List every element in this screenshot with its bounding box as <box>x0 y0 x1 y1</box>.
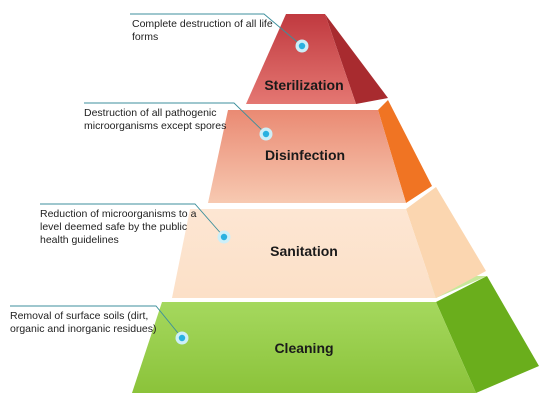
leader-lines <box>10 13 303 339</box>
annotation-sterilization: Complete destruction of all life forms <box>132 18 273 43</box>
level-cleaning-label: Cleaning <box>274 340 333 356</box>
level-sanitation-front <box>172 209 436 298</box>
marker-disinfection <box>259 127 273 141</box>
level-sanitation: Sanitation <box>172 187 486 298</box>
level-disinfection-front <box>208 110 406 203</box>
leader-line-sterilization <box>130 13 303 47</box>
level-cleaning-front <box>132 302 476 393</box>
level-disinfection-label: Disinfection <box>265 147 345 163</box>
level-sterilization: Sterilization <box>246 14 388 104</box>
annotation-cleaning: Removal of surface soils (dirt, organic … <box>10 310 157 335</box>
level-cleaning-side <box>436 276 539 393</box>
leader-line-disinfection <box>84 102 267 135</box>
level-sterilization-front <box>246 14 356 104</box>
level-sanitation-side <box>406 187 486 298</box>
level-sterilization-side <box>325 14 388 104</box>
markers <box>175 39 309 345</box>
level-sterilization-label: Sterilization <box>264 77 343 93</box>
level-disinfection: Disinfection <box>208 100 432 203</box>
marker-sterilization <box>295 39 309 53</box>
marker-cleaning <box>175 331 189 345</box>
level-sanitation-label: Sanitation <box>270 243 338 259</box>
marker-sanitation <box>217 230 231 244</box>
leader-line-cleaning <box>10 305 183 339</box>
leader-line-sanitation <box>40 203 225 238</box>
annotation-disinfection: Destruction of all pathogenic microorgan… <box>84 107 227 132</box>
annotation-sanitation: Reduction of microorganisms to a level d… <box>40 208 197 246</box>
level-disinfection-side <box>378 100 432 203</box>
